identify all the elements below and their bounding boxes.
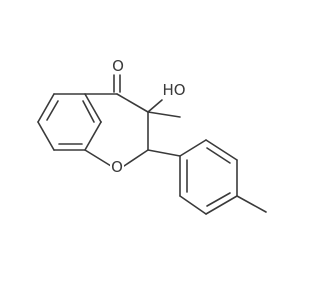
bond-o1-c8a [84,149,112,167]
bond-c3-methyl [147,111,181,118]
ring-oxygen-bg [110,157,124,175]
hydroxyl-label: HO [162,81,185,99]
bond-c2-aryl [147,149,181,157]
bond-c3-oh [147,99,163,113]
bond-tolyl-2 [205,139,238,161]
bond-c4-c3 [116,93,149,113]
bond-tolyl-5 [179,195,207,215]
pyranone-ring [84,93,149,167]
bond-tolyl-double-1 [206,147,231,164]
tolyl-ring [147,139,267,215]
hydroxyl-bg [160,80,186,98]
bond-benzo-double-1 [46,100,59,121]
benzo-ring [37,93,102,151]
bond-benzo-double-3 [82,100,95,123]
ring-oxygen-label: O [111,158,123,176]
bond-c2-o1 [123,149,149,167]
bond-tolyl-4 [205,195,238,215]
carbonyl-oxygen-bg [111,56,125,74]
bond-benzo-6 [84,93,102,123]
bond-benzo-3 [37,121,55,151]
bond-benzo-2 [37,93,55,123]
bond-tolyl-double-2 [206,192,231,207]
atom-labels: O O HO [110,56,186,176]
carbonyl-oxygen-label: O [112,57,124,75]
structure-diagram: O O HO [37,56,267,215]
carbonyl-group [113,74,121,93]
bond-tolyl-1 [179,139,207,157]
c3-substituents [147,99,181,118]
bond-tolyl-methyl [236,195,267,213]
bond-benzo-5 [84,121,102,151]
